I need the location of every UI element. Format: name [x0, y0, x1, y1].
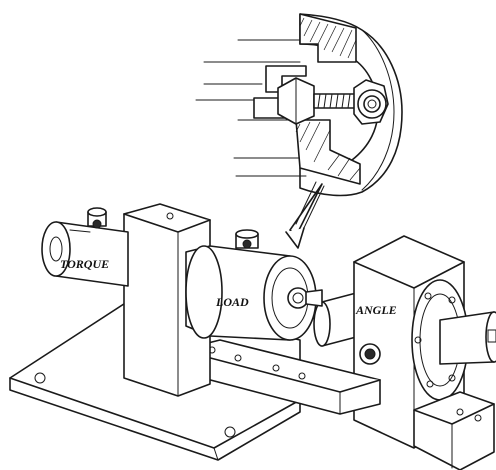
torque-sensor — [41, 207, 129, 287]
cutaway-detail-inset — [195, 13, 403, 197]
center-rail — [179, 339, 381, 415]
inset-flange — [299, 13, 403, 197]
torque-label: TORQUE — [60, 257, 109, 271]
angle-assembly — [313, 235, 496, 470]
load-label: LOAD — [215, 295, 249, 309]
load-cell — [185, 229, 323, 341]
detail-arrow — [285, 181, 325, 249]
angle-label: ANGLE — [355, 303, 397, 317]
